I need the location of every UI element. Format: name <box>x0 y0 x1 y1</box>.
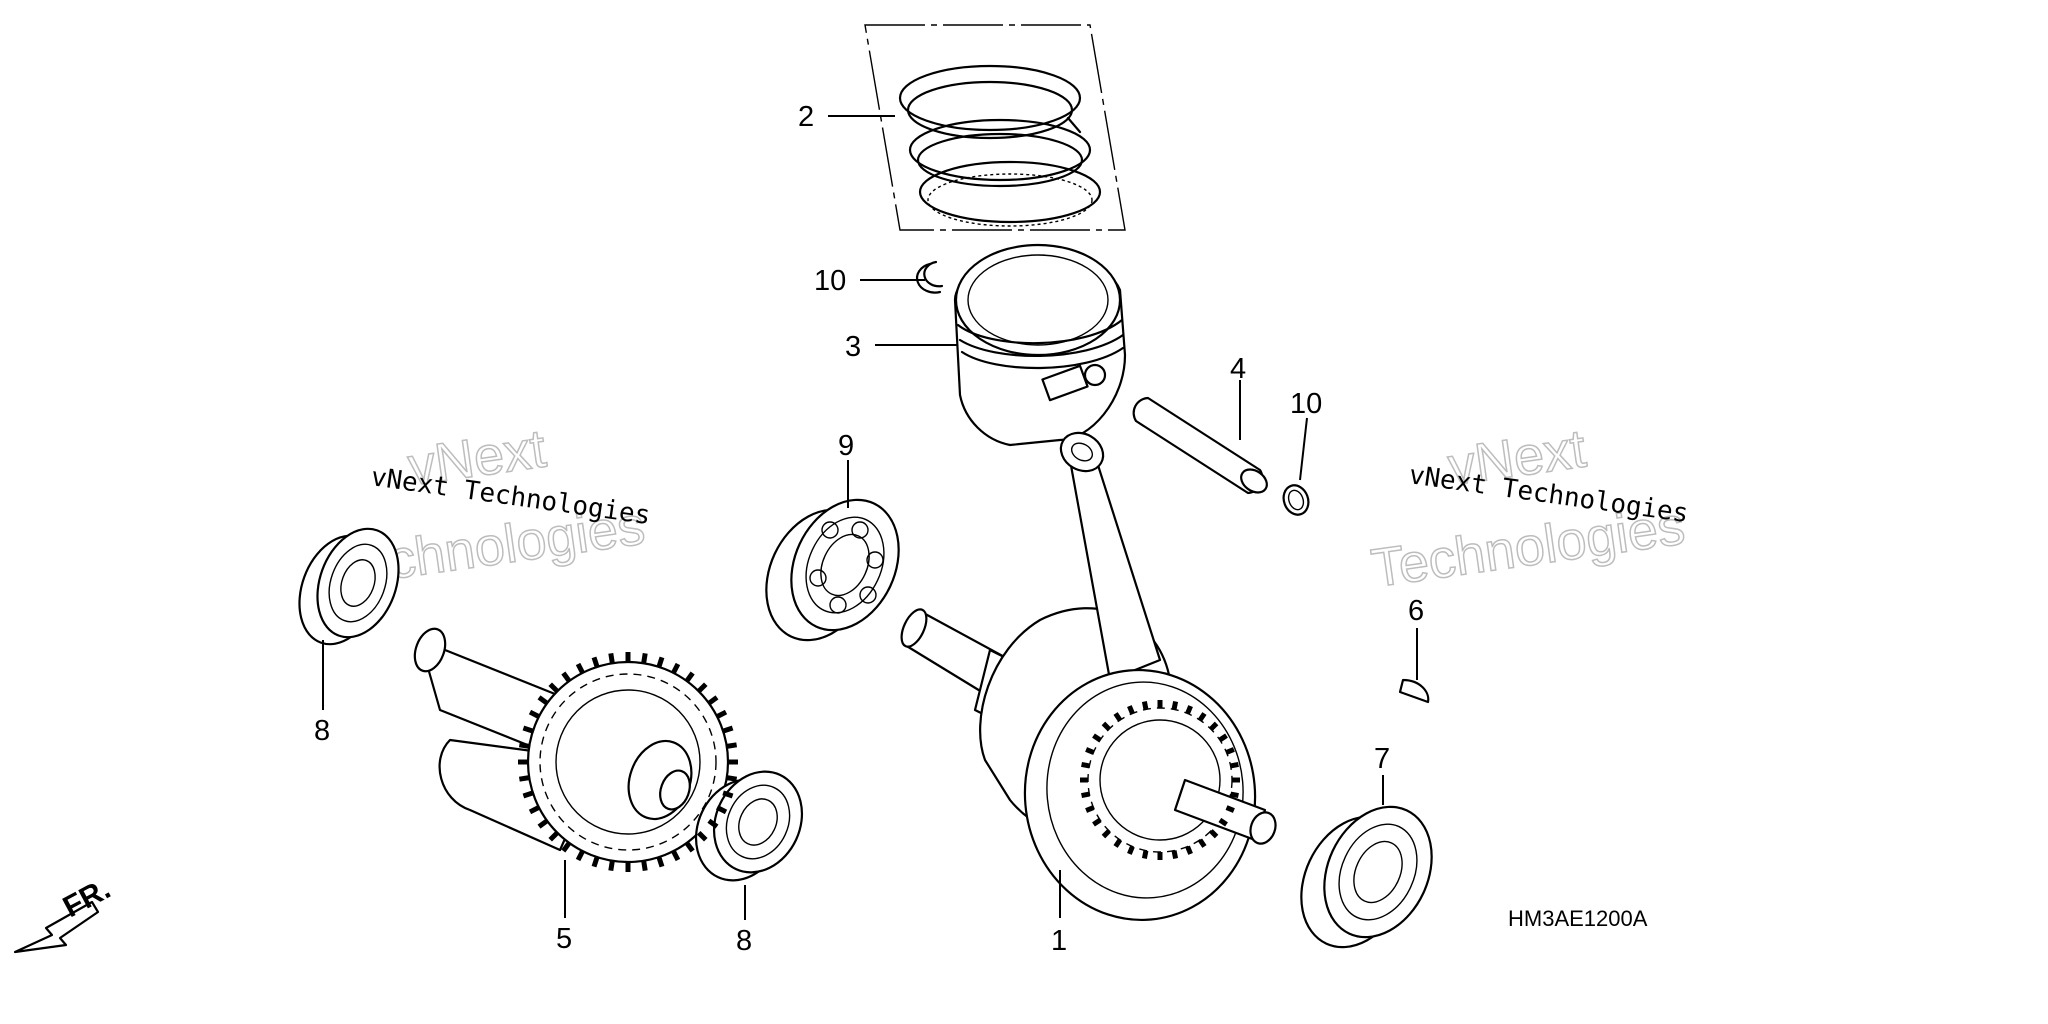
gear-tooth <box>671 849 681 862</box>
bearing-8-lower <box>694 770 804 882</box>
gear-tooth <box>671 662 681 675</box>
gear-tooth <box>528 709 541 719</box>
gear-tooth <box>1185 705 1193 715</box>
gear-tooth <box>528 805 541 815</box>
callout-8-lower: 8 <box>736 925 752 957</box>
piston-pin-clip-right <box>1282 484 1310 516</box>
gear-tooth <box>1085 747 1095 755</box>
callout-7: 7 <box>1374 743 1390 775</box>
bearing-8-upper <box>298 527 400 646</box>
gear-tooth <box>522 790 534 799</box>
gear-tooth <box>548 830 560 842</box>
callout-5: 5 <box>556 923 572 955</box>
piston-pin <box>1132 396 1268 495</box>
front-direction-arrow: FR. <box>13 872 116 954</box>
gear-tooth <box>1113 838 1123 848</box>
gear-tooth <box>1141 850 1149 859</box>
gear-tooth <box>1092 733 1102 743</box>
gear-tooth <box>608 860 615 872</box>
piston <box>953 243 1127 447</box>
gear-tooth <box>1218 733 1228 743</box>
gear-tooth <box>1101 829 1111 839</box>
callouts: 2 10 3 4 10 9 6 7 8 5 8 1 <box>314 101 1424 957</box>
gear-tooth <box>722 725 734 734</box>
callout-2: 2 <box>798 101 814 133</box>
callout-3: 3 <box>845 331 861 363</box>
callout-10-left: 10 <box>814 265 846 297</box>
gear-tooth <box>1127 705 1135 715</box>
callout-1: 1 <box>1051 925 1067 957</box>
gear-tooth <box>1081 761 1090 769</box>
gear-tooth <box>715 805 728 815</box>
gear-tooth <box>591 856 600 868</box>
gear-tooth <box>1197 838 1207 848</box>
gear-tooth <box>591 656 600 668</box>
bearing-9 <box>765 498 900 642</box>
gear-tooth <box>641 860 648 872</box>
gear-tooth <box>1218 817 1228 827</box>
gear-tooth <box>1092 817 1102 827</box>
gear-tooth <box>1101 721 1111 731</box>
gear-tooth <box>1230 791 1239 799</box>
crankshaft-assembly <box>900 431 1277 922</box>
gear-tooth <box>1113 712 1123 722</box>
gear-tooth <box>548 682 560 694</box>
gear-tooth <box>1171 850 1179 859</box>
callout-10-right: 10 <box>1290 388 1322 420</box>
gear-tooth <box>561 841 572 853</box>
piston-ring-set <box>864 24 1126 231</box>
gear-tooth <box>656 856 665 868</box>
gear-tooth <box>696 682 708 694</box>
gear-tooth <box>726 775 738 782</box>
bearing-7 <box>1300 805 1433 949</box>
gear-tooth <box>641 652 648 664</box>
gear-tooth <box>1127 845 1135 855</box>
gear-tooth <box>561 671 572 683</box>
gear-tooth <box>707 818 719 829</box>
gear-tooth <box>1141 701 1149 710</box>
callout-9: 9 <box>838 430 854 462</box>
gear-tooth <box>1171 701 1179 710</box>
gear-tooth <box>684 841 695 853</box>
gear-tooth <box>537 695 549 706</box>
gear-tooth <box>1185 845 1193 855</box>
gear-tooth <box>707 695 719 706</box>
leader-lines <box>322 115 1418 920</box>
gear-tooth <box>1225 747 1235 755</box>
gear-tooth <box>684 671 695 683</box>
gear-tooth <box>522 725 534 734</box>
gear-tooth <box>1209 721 1219 731</box>
gear-tooth <box>722 790 734 799</box>
balancer-gear-teeth <box>518 652 738 872</box>
gear-tooth <box>656 656 665 668</box>
gear-tooth <box>696 830 708 842</box>
crank-gear-teeth <box>1080 700 1240 860</box>
gear-tooth <box>608 652 615 664</box>
gear-tooth <box>715 709 728 719</box>
callout-4: 4 <box>1230 353 1246 385</box>
gear-tooth <box>575 849 585 862</box>
gear-tooth <box>1225 805 1235 813</box>
gear-tooth <box>726 742 738 749</box>
callout-6: 6 <box>1408 595 1424 627</box>
gear-tooth <box>1197 712 1207 722</box>
diagram-code: HM3AE1200A <box>1508 906 1648 931</box>
gear-tooth <box>518 742 530 749</box>
woodruff-key <box>1398 678 1430 704</box>
gear-tooth <box>1081 791 1090 799</box>
gear-tooth <box>1085 805 1095 813</box>
gear-tooth <box>537 818 549 829</box>
gear-tooth <box>575 662 585 675</box>
gear-tooth <box>518 775 530 782</box>
gear-tooth <box>1209 829 1219 839</box>
balancer-shaft <box>413 627 730 864</box>
piston-pin-clip-left <box>916 260 944 294</box>
gear-tooth <box>1230 761 1239 769</box>
callout-8-upper: 8 <box>314 715 330 747</box>
